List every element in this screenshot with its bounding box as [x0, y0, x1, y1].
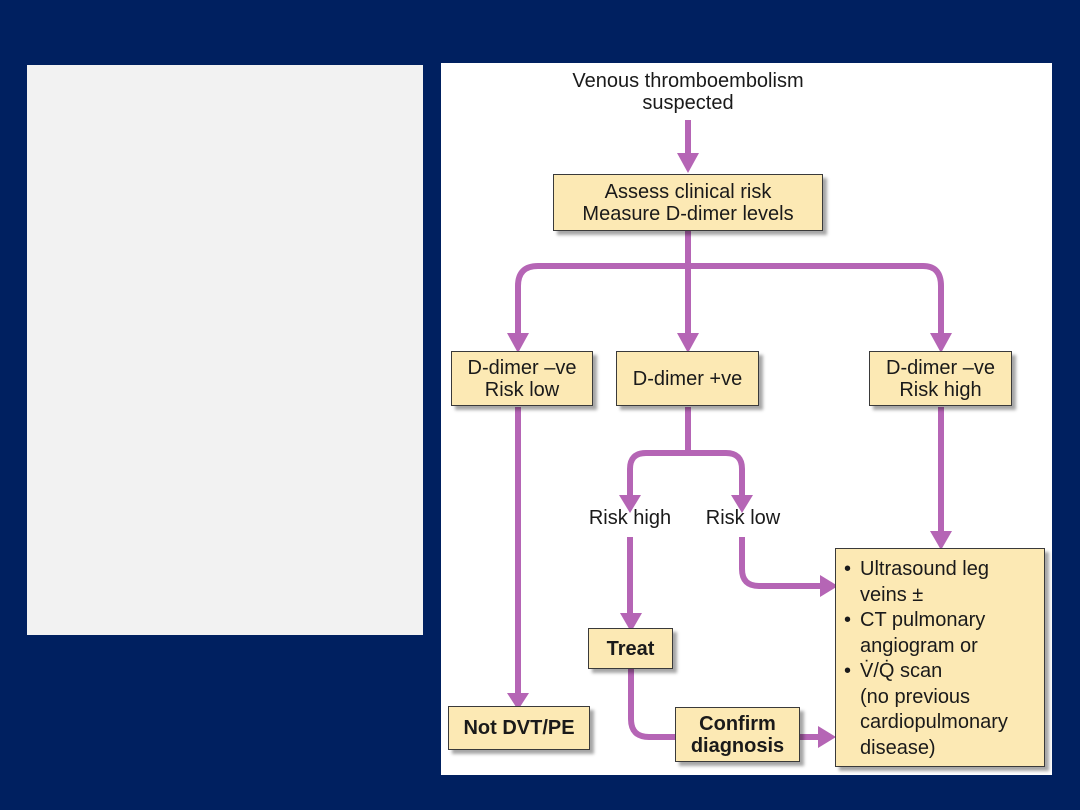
arrowhead-mid [677, 333, 699, 353]
confirm-line-1: Confirm [699, 712, 776, 735]
arrowhead-right [930, 333, 952, 353]
arrowhead-riskhigh [619, 495, 641, 513]
start-line-2: suspected [642, 92, 734, 114]
connector-split-left [515, 263, 688, 333]
flowchart-panel: Venous thromboembolism suspected Assess … [441, 63, 1052, 775]
assess-line-1: Assess clinical risk [604, 180, 772, 203]
connector-treat-to-confirm [628, 669, 677, 740]
tests-item-text: Ultrasound leg veins ± [860, 558, 989, 606]
confirm-line-2: diagnosis [690, 734, 785, 757]
branch-right-line-2: Risk high [899, 378, 982, 401]
branch-left-line-2: Risk low [484, 378, 560, 401]
connector-risklow-to-tests [739, 537, 820, 589]
branch-mid-label: D-dimer +ve [632, 367, 743, 390]
arrowhead-notdvt [507, 693, 529, 710]
branch-left-line-1: D-dimer –ve [467, 356, 577, 379]
tests-item-ct: • CT pulmonary angiogram or [844, 608, 985, 659]
arrowhead-assess [677, 153, 699, 173]
arrowhead-left [507, 333, 529, 353]
flowchart-connectors [507, 120, 952, 748]
bullet-dot: • [844, 558, 852, 580]
tests-item-vq: • V̇/Q̇ scan (no previous cardiopulmonar… [844, 659, 1008, 761]
branch-right-line-1: D-dimer –ve [886, 356, 995, 379]
blank-panel [27, 65, 423, 635]
branch-mid-box: D-dimer +ve [616, 351, 759, 406]
treat-label: Treat [606, 637, 655, 660]
tests-item-ultrasound: • Ultrasound leg veins ± [844, 557, 989, 608]
arrowhead-tests-risklow [820, 575, 838, 597]
branch-right-box: D-dimer –ve Risk high [869, 351, 1012, 406]
risk-high-label: Risk high [588, 507, 672, 529]
assess-line-2: Measure D-dimer levels [582, 202, 794, 225]
connector-mid-right [688, 450, 745, 495]
not-dvt-box: Not DVT/PE [448, 706, 590, 750]
tests-item-text: CT pulmonary angiogram or [860, 609, 986, 657]
arrowhead-risklow [731, 495, 753, 513]
connector-mid-left [627, 450, 688, 495]
arrowhead-tests-confirm [818, 726, 836, 748]
not-dvt-label: Not DVT/PE [463, 717, 575, 739]
treat-box: Treat [588, 628, 673, 669]
start-line-1: Venous thromboembolism [572, 70, 804, 92]
risk-low-label: Risk low [705, 507, 781, 529]
branch-left-box: D-dimer –ve Risk low [451, 351, 593, 406]
tests-box: • Ultrasound leg veins ± • CT pulmonary … [835, 548, 1045, 767]
bullet-dot: • [844, 660, 852, 682]
arrowhead-tests-right [930, 531, 952, 550]
arrowhead-treat [620, 613, 642, 632]
start-node: Venous thromboembolism suspected [538, 70, 838, 114]
connector-split-right [688, 263, 944, 333]
confirm-box: Confirm diagnosis [675, 707, 800, 762]
bullet-dot: • [844, 609, 852, 631]
assess-box: Assess clinical risk Measure D-dimer lev… [553, 174, 823, 231]
tests-item-text: V̇/Q̇ scan (no previous cardiopulmonary … [860, 660, 1008, 759]
